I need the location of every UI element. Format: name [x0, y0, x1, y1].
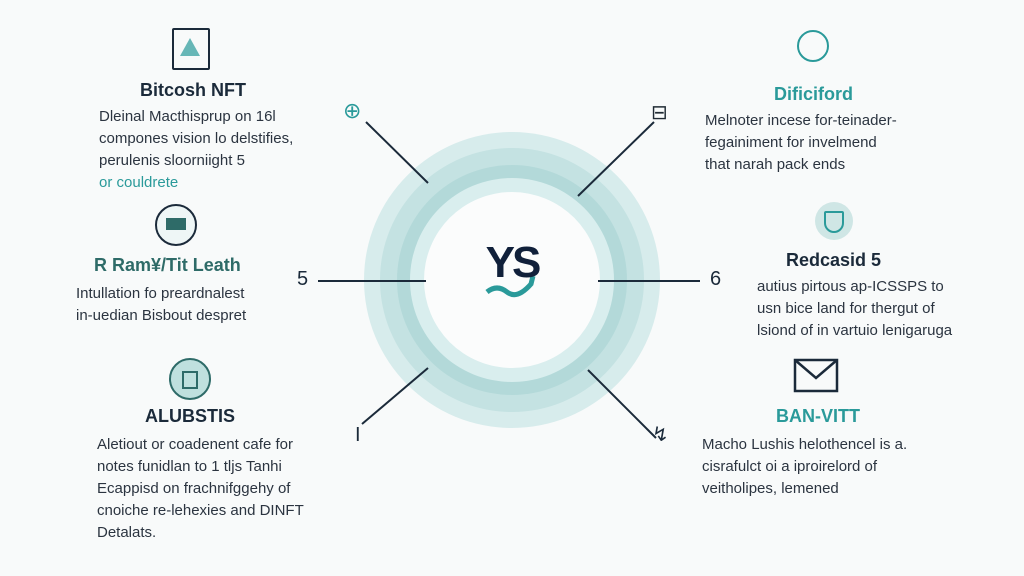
- marker-bottom-left: I: [355, 424, 361, 446]
- center-logo: YS: [485, 238, 542, 287]
- document-chart-icon: [172, 28, 210, 70]
- laptop-icon: [155, 204, 197, 246]
- item-title: Bitcosh NFT: [140, 80, 246, 100]
- shield-icon: [815, 202, 853, 240]
- marker-right: 6: [710, 268, 722, 290]
- item-title: BAN-VITT: [776, 406, 860, 426]
- marker-top-left: ⊕: [343, 98, 362, 123]
- item-description: Macho Lushis helothencel is a.cisrafulct…: [702, 436, 908, 497]
- item-description: Melnoter incese for-teinader-fegainiment…: [705, 112, 897, 173]
- marker-top-right: ⊟: [651, 102, 668, 124]
- server-badge-icon: [169, 358, 211, 400]
- item-title: ALUBSTIS: [145, 406, 235, 426]
- marker-left: 5: [297, 268, 309, 290]
- logo-swirl: [485, 275, 536, 298]
- envelope-icon: [793, 358, 839, 393]
- sun-gear-icon: [797, 30, 829, 62]
- connector-bottom-right: [587, 369, 657, 439]
- connector-top-right: [577, 121, 655, 197]
- connector-bottom-left: [361, 367, 429, 425]
- item-title: Dificiford: [774, 84, 853, 104]
- connector-top-left: [365, 121, 429, 184]
- item-title: R Ram¥/Tit Leath: [94, 255, 241, 275]
- center-disc: [424, 192, 600, 368]
- marker-bottom-right: ↯: [652, 424, 669, 446]
- item-title: Redcasid 5: [786, 250, 882, 270]
